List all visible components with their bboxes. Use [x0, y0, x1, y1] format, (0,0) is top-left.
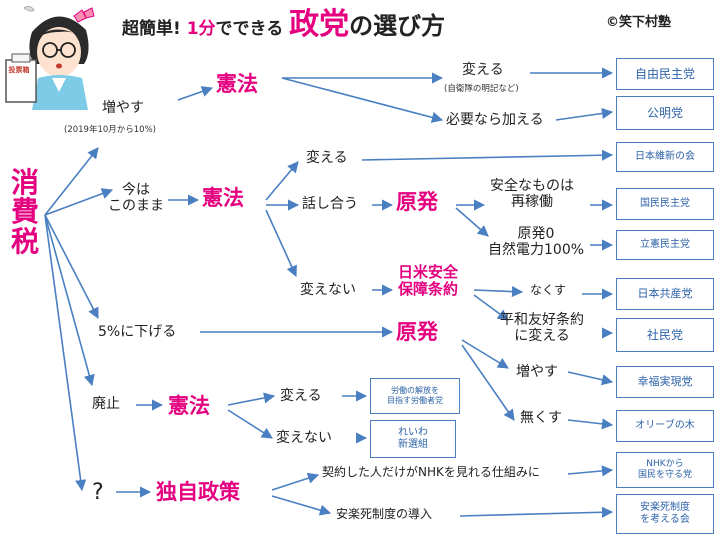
arrow-root-keep — [44, 188, 114, 216]
party-dpfp: 国民民主党 — [640, 198, 690, 209]
party-box-olive: オリーブの木 — [616, 410, 714, 442]
party-box-anraku: 安楽死制度 を考える会 — [616, 494, 714, 534]
decision-nuclear-1: 原発 — [396, 190, 438, 214]
credit: ©笑下村塾 — [606, 15, 672, 30]
party-happiness: 幸福実現党 — [637, 375, 693, 389]
party-box-nhk: NHKから 国民を守る党 — [616, 452, 714, 488]
option-remove: なくす — [530, 283, 567, 297]
arrow-change2-ishin — [361, 149, 614, 161]
decision-nuclear-2: 原発 — [396, 320, 438, 344]
arrow-root-abolish — [44, 214, 95, 387]
option-increase-nuclear: 増やす — [516, 364, 558, 380]
option-add-if-needed: 必要なら加える — [446, 112, 544, 128]
option-peace-treaty: 平和友好条約 に変える — [500, 312, 584, 345]
arrow-own-euthanasia — [271, 495, 332, 516]
party-box-ldp: 自由民主党 — [616, 58, 714, 90]
branch-abolish: 廃止 — [92, 396, 120, 412]
decision-constitution-1: 憲法 — [216, 72, 258, 96]
arrow-nuclear2-increase — [461, 339, 509, 369]
party-olive: オリーブの木 — [635, 420, 695, 431]
decision-constitution-3: 憲法 — [168, 394, 210, 418]
mascot-illustration — [5, 6, 95, 110]
option-change-1-note: (自衛隊の明記など) — [444, 84, 519, 94]
branch-increase-note: (2019年10月から10%) — [64, 125, 156, 135]
decision-own-policy: 独自政策 — [156, 480, 240, 504]
party-box-jcp: 日本共産党 — [616, 278, 714, 310]
root-consumption-tax: 消費税 — [10, 166, 39, 258]
party-box-sdp: 社民党 — [616, 318, 714, 352]
party-box-cdp: 立憲民主党 — [616, 230, 714, 260]
arrow-const1-add — [281, 77, 444, 123]
arrow-nuclear1-zero — [455, 207, 489, 237]
party-box-dpfp: 国民民主党 — [616, 188, 714, 220]
party-reiwa: れいわ 新選組 — [398, 427, 428, 450]
arrow-add-komeito — [555, 107, 614, 121]
option-change-1: 変える — [462, 62, 504, 78]
branch-increase: 増やす — [102, 100, 144, 116]
mascot-sign-text: 投票箱 — [8, 66, 30, 74]
arrow-increase-constitution — [177, 86, 214, 101]
party-sdp: 社民党 — [646, 327, 683, 342]
arrow-eliminate-olive — [567, 418, 614, 430]
option-nhk: 契約した人だけがNHKを見れる仕組みに — [322, 465, 540, 479]
option-safe-restart: 安全なものは 再稼働 — [490, 178, 574, 211]
arrow-const3-change — [227, 392, 276, 406]
decision-alliance: 日米安全 保障条約 — [398, 263, 459, 299]
option-euthanasia: 安楽死制度の導入 — [336, 507, 433, 521]
arrow-root-lower — [44, 214, 99, 319]
party-box-rodo: 労働の解放を 目指す労働者党 — [370, 378, 460, 414]
party-box-ishin: 日本維新の会 — [616, 142, 714, 172]
title-part4: 政党 — [289, 7, 350, 42]
arrow-own-nhk — [271, 472, 320, 491]
party-ldp: 自由民主党 — [634, 66, 695, 81]
party-cdp: 立憲民主党 — [640, 239, 690, 250]
branch-unknown: ? — [92, 480, 104, 505]
party-jcp: 日本共産党 — [637, 287, 693, 301]
party-rodo: 労働の解放を 目指す労働者党 — [387, 386, 443, 405]
option-no-change-1: 変えない — [300, 282, 356, 298]
arrow-root-unknown — [44, 214, 87, 492]
decision-constitution-2: 憲法 — [202, 186, 244, 210]
option-change-2: 変える — [306, 150, 348, 166]
option-eliminate: 無くす — [520, 410, 562, 426]
arrow-nhk-party — [567, 465, 614, 477]
option-zero-nuclear: 原発0 自然電力100% — [488, 226, 585, 259]
party-box-happiness: 幸福実現党 — [616, 366, 714, 398]
arrow-alliance-peace — [473, 294, 509, 321]
party-nhk: NHKから 国民を守る党 — [637, 459, 692, 480]
option-change-3: 変える — [280, 388, 322, 404]
branch-lower: 5%に下げる — [98, 324, 177, 340]
arrow-root-increase — [44, 147, 99, 216]
arrow-increase-happiness — [567, 371, 614, 386]
party-box-komeito: 公明党 — [616, 96, 714, 130]
arrow-const3-nochange — [227, 409, 273, 439]
arrow-nuclear2-eliminate — [461, 344, 515, 421]
party-box-reiwa: れいわ 新選組 — [370, 420, 456, 458]
title-part3: でできる — [215, 19, 284, 39]
branch-keep: 今は このまま — [108, 182, 164, 215]
page-title: 超簡単! 1分でできる 政党の選び方 — [122, 7, 446, 43]
option-no-change-3: 変えない — [276, 430, 332, 446]
party-komeito: 公明党 — [646, 105, 683, 120]
arrow-alliance-remove — [473, 285, 524, 298]
title-part5: の選び方 — [349, 12, 446, 40]
arrow-const2-nochange — [265, 209, 297, 278]
title-part2: 1分 — [186, 19, 216, 39]
title-part1: 超簡単! — [122, 19, 181, 39]
option-discuss: 話し合う — [302, 196, 358, 212]
party-ishin: 日本維新の会 — [635, 151, 695, 162]
arrow-euthanasia-party — [459, 506, 614, 518]
arrow-const2-change — [265, 161, 299, 201]
party-anraku: 安楽死制度 を考える会 — [640, 502, 690, 525]
